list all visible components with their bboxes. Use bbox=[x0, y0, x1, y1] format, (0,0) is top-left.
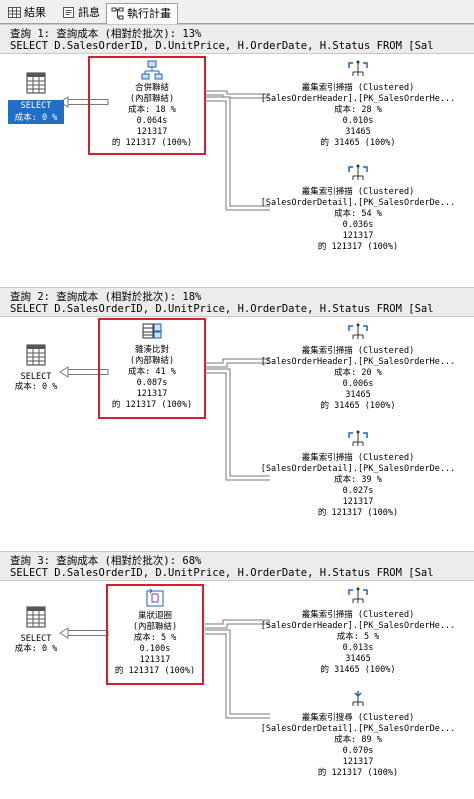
query-1-title: 查詢 1: 查詢成本 (相對於批次): 13% bbox=[10, 28, 202, 40]
query-1-select-node[interactable]: SELECT 成本: 0 % bbox=[8, 72, 64, 124]
grid-icon bbox=[8, 7, 21, 18]
clustered-index-scan-icon bbox=[348, 60, 368, 76]
query-3-header-scan-node[interactable]: 叢集索引掃描 (Clustered) [SalesOrderHeader].[P… bbox=[255, 587, 461, 676]
query-3-title: 查詢 3: 查詢成本 (相對於批次): 68% bbox=[10, 555, 202, 567]
tab-results[interactable]: 結果 bbox=[4, 3, 52, 24]
clustered-index-scan-icon bbox=[348, 323, 368, 339]
hash-match-icon bbox=[142, 323, 162, 339]
select-icon bbox=[26, 606, 46, 628]
query-2-title: 查詢 2: 查詢成本 (相對於批次): 18% bbox=[10, 291, 202, 303]
query-1-header: 查詢 1: 查詢成本 (相對於批次): 13% SELECT D.SalesOr… bbox=[0, 24, 474, 54]
query-2-join-node[interactable]: 雜湊比對 (內部聯結) 成本: 41 % 0.087s 121317 的 121… bbox=[100, 322, 204, 411]
tab-execution-plan[interactable]: 執行計畫 bbox=[106, 3, 178, 25]
clustered-index-scan-icon bbox=[348, 164, 368, 180]
query-1-sql: SELECT D.SalesOrderID, D.UnitPrice, H.Or… bbox=[10, 40, 434, 52]
query-2-header: 查詢 2: 查詢成本 (相對於批次): 18% SELECT D.SalesOr… bbox=[0, 287, 474, 317]
query-1-highlight-box bbox=[88, 56, 206, 155]
select-icon bbox=[26, 344, 46, 366]
query-1-header-scan-node[interactable]: 叢集索引掃描 (Clustered) [SalesOrderHeader].[P… bbox=[255, 60, 461, 149]
clustered-index-seek-icon bbox=[352, 691, 364, 706]
query-1-join-node[interactable]: 合併聯結 (內部聯結) 成本: 18 % 0.064s 121317 的 121… bbox=[100, 60, 204, 149]
clustered-index-scan-icon bbox=[348, 430, 368, 446]
tab-messages[interactable]: 訊息 bbox=[58, 3, 106, 24]
nested-loops-icon bbox=[146, 588, 164, 607]
select-icon bbox=[26, 72, 46, 94]
results-tabbar: 結果 訊息 執行計畫 bbox=[0, 0, 474, 25]
query-1-detail-scan-node[interactable]: 叢集索引掃描 (Clustered) [SalesOrderDetail].[P… bbox=[255, 164, 461, 253]
message-icon bbox=[63, 7, 74, 18]
query-2-header-scan-node[interactable]: 叢集索引掃描 (Clustered) [SalesOrderHeader].[P… bbox=[255, 323, 461, 412]
query-3-join-node[interactable]: 巢狀迴圈 (內部聯結) 成本: 5 % 0.100s 121317 的 1213… bbox=[108, 588, 202, 677]
query-2-highlight-box bbox=[98, 318, 206, 419]
query-2-sql: SELECT D.SalesOrderID, D.UnitPrice, H.Or… bbox=[10, 303, 434, 315]
query-3-detail-seek-node[interactable]: 叢集索引搜尋 (Clustered) [SalesOrderDetail].[P… bbox=[255, 690, 461, 779]
query-2-select-node[interactable]: SELECT 成本: 0 % bbox=[8, 344, 64, 392]
merge-join-icon bbox=[141, 60, 163, 80]
clustered-index-scan-icon bbox=[348, 587, 368, 603]
query-2-detail-scan-node[interactable]: 叢集索引掃描 (Clustered) [SalesOrderDetail].[P… bbox=[255, 430, 461, 519]
query-3-select-node[interactable]: SELECT 成本: 0 % bbox=[8, 606, 64, 654]
execution-plan-icon bbox=[111, 7, 124, 20]
query-3-highlight-box bbox=[106, 584, 204, 685]
query-3-sql: SELECT D.SalesOrderID, D.UnitPrice, H.Or… bbox=[10, 567, 434, 579]
query-3-header: 查詢 3: 查詢成本 (相對於批次): 68% SELECT D.SalesOr… bbox=[0, 551, 474, 581]
